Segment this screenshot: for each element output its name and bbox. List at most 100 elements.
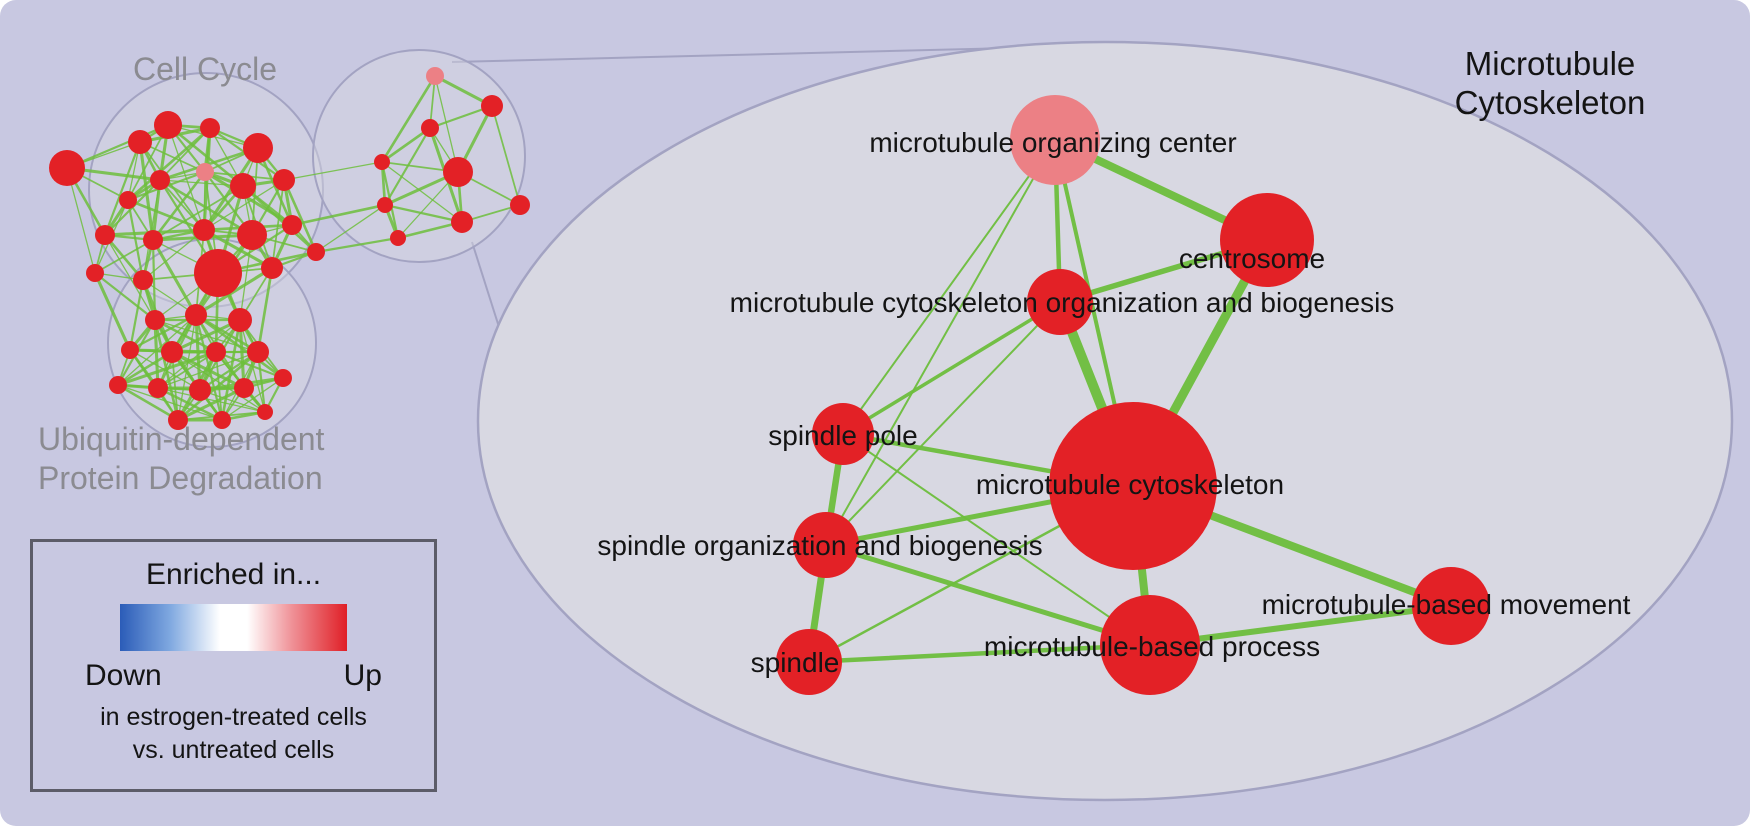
detail-node-label-centrosome: centrosome xyxy=(1179,243,1325,274)
overview-edge xyxy=(159,179,244,187)
overview-edge xyxy=(283,161,383,181)
detail-node-mc xyxy=(1049,402,1217,570)
overview-nodes-group xyxy=(49,67,530,430)
overview-node xyxy=(481,95,503,117)
detail-labels-group: microtubule organizing centercentrosomem… xyxy=(597,127,1630,678)
overview-edge xyxy=(291,203,386,227)
detail-node-mbm xyxy=(1412,567,1490,645)
detail-node-label-spindle_pole: spindle pole xyxy=(768,420,917,451)
overview-edge xyxy=(94,239,154,274)
detail-edge-sob-mbp xyxy=(823,542,1153,648)
overview-edge xyxy=(117,350,217,387)
legend-caption-line2: vs. untreated cells xyxy=(132,736,335,764)
overview-edge xyxy=(127,127,211,201)
detail-node-label-mc: microtubule cytoskeleton xyxy=(976,469,1284,500)
overview-edge xyxy=(103,141,142,236)
detail-edge-spindle_pole-mbp xyxy=(842,433,1151,646)
overview-edge xyxy=(177,386,245,422)
overview-node xyxy=(95,225,115,245)
overview-node xyxy=(154,111,182,139)
overview-edge xyxy=(159,179,205,231)
overview-edge xyxy=(117,384,223,421)
detail-title-line1: Microtubule xyxy=(1464,45,1636,82)
overview-edge xyxy=(199,351,259,391)
detail-node-label-spindle: spindle xyxy=(751,647,840,678)
legend-box: Enriched in... Down Up in estrogen-treat… xyxy=(30,539,437,792)
detail-node-sob xyxy=(793,512,859,578)
overview-edge xyxy=(171,351,179,421)
overview-edge xyxy=(127,124,169,201)
detail-node-label-sob: spindle organization and biogenesis xyxy=(597,530,1042,561)
detail-edge-moc-spindle_pole xyxy=(842,139,1056,435)
overview-node xyxy=(510,195,530,215)
overview-node xyxy=(109,376,127,394)
overview-edge xyxy=(93,272,132,351)
overview-edge xyxy=(203,179,285,231)
overview-node xyxy=(230,173,256,199)
detail-title-microtubule-cytoskeleton: Microtubule Cytoskeleton xyxy=(1390,44,1710,122)
overview-edge xyxy=(171,318,241,354)
overview-edge xyxy=(195,266,273,317)
overview-edge xyxy=(151,171,207,241)
cluster-label-ubiquitin: Ubiquitin-dependent Protein Degradation xyxy=(38,420,324,498)
overview-edge xyxy=(315,204,386,253)
detail-node-label-mcob: microtubule cytoskeleton organization an… xyxy=(730,287,1395,318)
legend-caption-line1: in estrogen-treated cells xyxy=(100,703,367,731)
overview-node xyxy=(377,197,393,213)
overview-edge xyxy=(126,199,145,281)
overview-node xyxy=(228,308,252,332)
overview-node xyxy=(49,150,85,186)
overview-edge xyxy=(381,126,431,164)
overview-edge xyxy=(434,75,459,173)
overview-node xyxy=(119,191,137,209)
detail-node-mcob xyxy=(1027,269,1093,335)
detail-nodes-group xyxy=(776,95,1490,695)
overview-node xyxy=(274,369,292,387)
overview-edge xyxy=(153,319,160,389)
detail-title-line2: Cytoskeleton xyxy=(1454,84,1646,121)
detail-edge-moc-sob xyxy=(825,139,1056,546)
overview-edge xyxy=(128,279,145,351)
overview-edge xyxy=(271,179,285,269)
overview-edge xyxy=(384,203,463,224)
overview-edge xyxy=(66,123,169,170)
legend-caption: in estrogen-treated cells vs. untreated … xyxy=(33,701,434,767)
legend-down-label: Down xyxy=(85,659,162,692)
overview-edge xyxy=(256,267,274,353)
overview-edge xyxy=(195,313,284,380)
detail-node-label-mbp: microtubule-based process xyxy=(984,631,1320,662)
overview-edge xyxy=(315,236,399,254)
cluster-label-ubiquitin-line2: Protein Degradation xyxy=(38,460,323,496)
overview-node xyxy=(234,378,254,398)
overview-edge xyxy=(129,314,197,351)
overview-node xyxy=(206,342,226,362)
detail-node-moc xyxy=(1010,95,1100,185)
overview-node xyxy=(200,118,220,138)
overview-node xyxy=(133,270,153,290)
overview-edge xyxy=(177,314,197,421)
overview-node xyxy=(237,220,267,250)
overview-edge xyxy=(384,127,431,206)
detail-node-spindle xyxy=(776,629,842,695)
cluster-label-ubiquitin-line1: Ubiquitin-dependent xyxy=(38,421,325,457)
overview-edge xyxy=(138,141,155,241)
overview-node xyxy=(145,310,165,330)
overview-node xyxy=(243,133,273,163)
overview-edge xyxy=(157,351,217,389)
overview-edge xyxy=(157,319,241,389)
overview-edge xyxy=(381,161,463,223)
overview-edge xyxy=(282,179,318,253)
overview-node xyxy=(426,67,444,85)
overview-node xyxy=(189,379,211,401)
overview-node xyxy=(307,243,325,261)
cluster-label-cell-cycle: Cell Cycle xyxy=(132,51,278,87)
overview-node xyxy=(185,304,207,326)
overview-node xyxy=(390,230,406,246)
overview-node xyxy=(150,170,170,190)
overview-node xyxy=(261,257,283,279)
overview-node xyxy=(421,119,439,137)
overview-edge xyxy=(94,272,156,321)
overview-edge xyxy=(117,383,179,422)
